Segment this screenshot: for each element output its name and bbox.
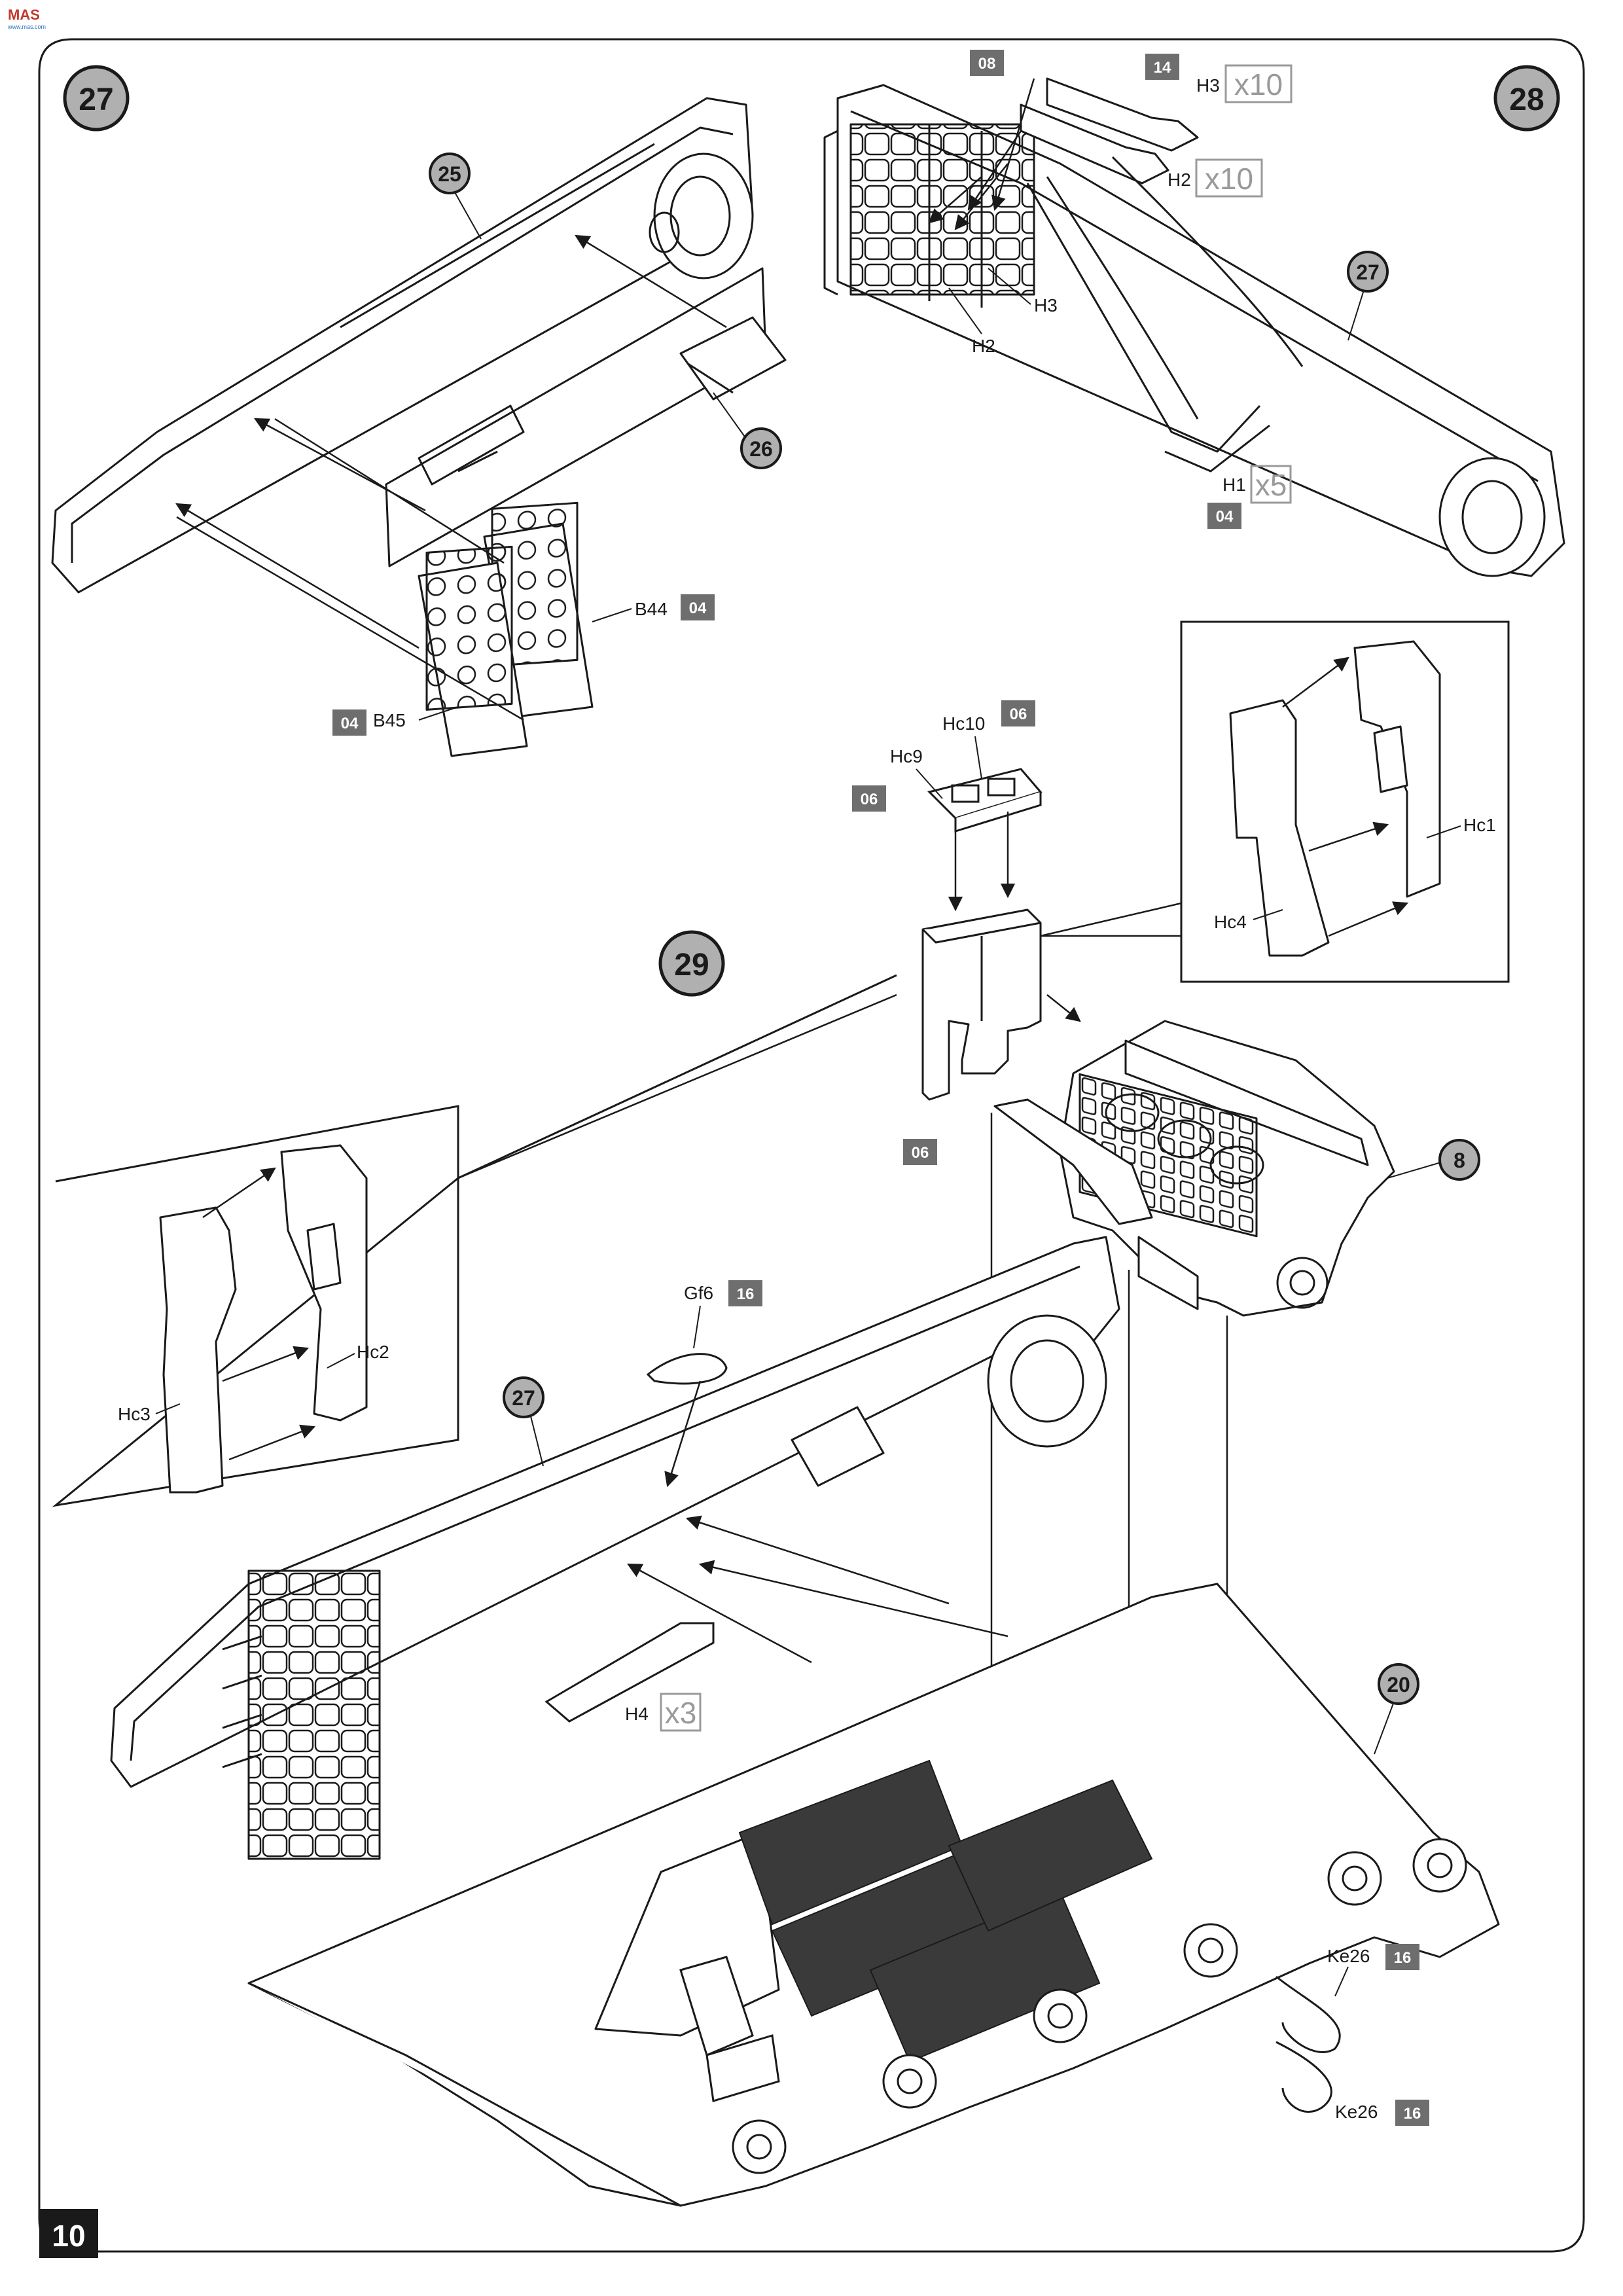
svg-text:14: 14 bbox=[1154, 59, 1171, 77]
svg-text:Ke26: Ke26 bbox=[1327, 1946, 1370, 1966]
svg-text:Ke26: Ke26 bbox=[1335, 2102, 1378, 2122]
svg-text:16: 16 bbox=[737, 1285, 755, 1303]
callout-27-step29: 27 bbox=[503, 1376, 544, 1467]
svg-text:H3: H3 bbox=[1196, 75, 1220, 96]
step-28-arrows bbox=[928, 78, 1035, 230]
svg-text:H2: H2 bbox=[972, 336, 995, 356]
svg-text:27: 27 bbox=[79, 82, 113, 117]
svg-text:29: 29 bbox=[674, 948, 709, 982]
svg-text:04: 04 bbox=[1216, 508, 1234, 526]
label-hc4: Hc4 bbox=[1214, 909, 1283, 932]
part-8-engine bbox=[993, 1020, 1395, 1317]
svg-text:x10: x10 bbox=[1205, 162, 1253, 196]
svg-text:06: 06 bbox=[912, 1144, 929, 1162]
svg-text:04: 04 bbox=[341, 715, 359, 732]
label-h4: H4 x3 bbox=[625, 1693, 702, 1732]
hull-driver-seat bbox=[679, 1956, 780, 2102]
svg-text:16: 16 bbox=[1394, 1949, 1412, 1967]
svg-text:x10: x10 bbox=[1234, 67, 1283, 101]
svg-text:Hc4: Hc4 bbox=[1214, 912, 1247, 932]
label-ke26-upper: Ke26 16 bbox=[1327, 1944, 1419, 1997]
label-h3-rack: H3 bbox=[988, 268, 1058, 315]
part-hc-radiator-assembly bbox=[921, 908, 1042, 1101]
part-ke26-cables bbox=[1275, 1975, 1341, 2113]
label-b45: 04 B45 bbox=[332, 706, 459, 736]
label-sprue-08: 08 bbox=[970, 50, 1004, 76]
svg-text:x5: x5 bbox=[1255, 468, 1287, 502]
label-h2-top: H2 x10 bbox=[1168, 158, 1263, 198]
step-27-assembly bbox=[51, 97, 787, 757]
label-hc1: Hc1 bbox=[1426, 815, 1496, 838]
svg-text:06: 06 bbox=[861, 791, 878, 808]
svg-text:8: 8 bbox=[1454, 1149, 1465, 1172]
page-frame bbox=[38, 38, 1585, 2253]
part-h4-shell bbox=[544, 1622, 715, 1723]
watermark-logo: MAS www.mas.com bbox=[8, 7, 46, 30]
hc-cap-arrows bbox=[948, 812, 1016, 912]
part-gf6 bbox=[646, 1353, 728, 1385]
svg-text:25: 25 bbox=[438, 162, 461, 186]
part-27-sponson-installed bbox=[110, 1236, 1120, 1860]
part-25-sponson-panel bbox=[51, 97, 754, 594]
svg-text:Gf6: Gf6 bbox=[684, 1283, 713, 1303]
svg-text:27: 27 bbox=[512, 1386, 535, 1410]
svg-text:H2: H2 bbox=[1168, 170, 1191, 190]
label-hc9: Hc9 06 bbox=[852, 746, 943, 812]
step-29-badge: 29 bbox=[658, 930, 725, 997]
svg-text:B44: B44 bbox=[635, 599, 668, 619]
svg-text:16: 16 bbox=[1404, 2105, 1421, 2123]
svg-text:04: 04 bbox=[689, 600, 707, 617]
label-ke26-lower: Ke26 16 bbox=[1335, 2100, 1429, 2126]
callout-8: 8 bbox=[1387, 1139, 1480, 1181]
hull-suspension-wheels bbox=[732, 1838, 1467, 2174]
svg-text:Hc3: Hc3 bbox=[118, 1404, 151, 1424]
svg-text:06: 06 bbox=[1010, 706, 1027, 723]
zoom-box-hc1-hc4 bbox=[1040, 620, 1510, 983]
callout-26: 26 bbox=[713, 392, 782, 469]
svg-text:Hc1: Hc1 bbox=[1463, 815, 1496, 835]
step-28-assembly bbox=[823, 77, 1565, 577]
callout-27-step28: 27 bbox=[1347, 251, 1389, 341]
step-29-arrows bbox=[627, 1380, 1008, 1664]
svg-text:B45: B45 bbox=[373, 710, 406, 730]
svg-text:H3: H3 bbox=[1034, 295, 1058, 315]
label-gf6: Gf6 16 bbox=[684, 1280, 762, 1349]
label-b44: B44 04 bbox=[592, 594, 715, 622]
label-hc3: Hc3 bbox=[118, 1403, 181, 1424]
label-hc-base-sprue: 06 bbox=[903, 1139, 937, 1165]
page-number-block: 10 bbox=[39, 2209, 98, 2258]
label-h2-rack: H2 bbox=[948, 287, 995, 356]
step-27-badge: 27 bbox=[63, 65, 130, 132]
svg-text:27: 27 bbox=[1356, 260, 1380, 284]
svg-text:H1: H1 bbox=[1222, 475, 1246, 495]
svg-text:x3: x3 bbox=[665, 1696, 697, 1730]
part-hc9-hc10-cap bbox=[927, 768, 1043, 833]
step-27-arrows bbox=[175, 234, 727, 721]
callout-20: 20 bbox=[1374, 1663, 1419, 1755]
svg-text:Hc10: Hc10 bbox=[942, 713, 985, 734]
label-h1: H1 x5 04 bbox=[1207, 465, 1292, 529]
svg-text:08: 08 bbox=[978, 55, 996, 73]
hull-floor-plates bbox=[738, 1759, 1153, 2063]
callout-25: 25 bbox=[429, 152, 482, 240]
svg-text:Hc9: Hc9 bbox=[890, 746, 923, 766]
part-h1-wire bbox=[1026, 183, 1261, 453]
svg-text:20: 20 bbox=[1387, 1673, 1410, 1696]
label-hc2: Hc2 bbox=[327, 1342, 389, 1369]
label-hc10: Hc10 06 bbox=[942, 700, 1035, 780]
step-28-badge: 28 bbox=[1493, 65, 1560, 132]
svg-text:H4: H4 bbox=[625, 1704, 649, 1724]
svg-text:28: 28 bbox=[1509, 82, 1544, 117]
label-h3-top: 14 H3 x10 bbox=[1145, 54, 1293, 103]
zoom-box-hc2-hc3 bbox=[52, 974, 897, 1507]
svg-text:Hc2: Hc2 bbox=[357, 1342, 389, 1362]
svg-text:10: 10 bbox=[52, 2219, 85, 2253]
svg-text:26: 26 bbox=[749, 437, 773, 461]
